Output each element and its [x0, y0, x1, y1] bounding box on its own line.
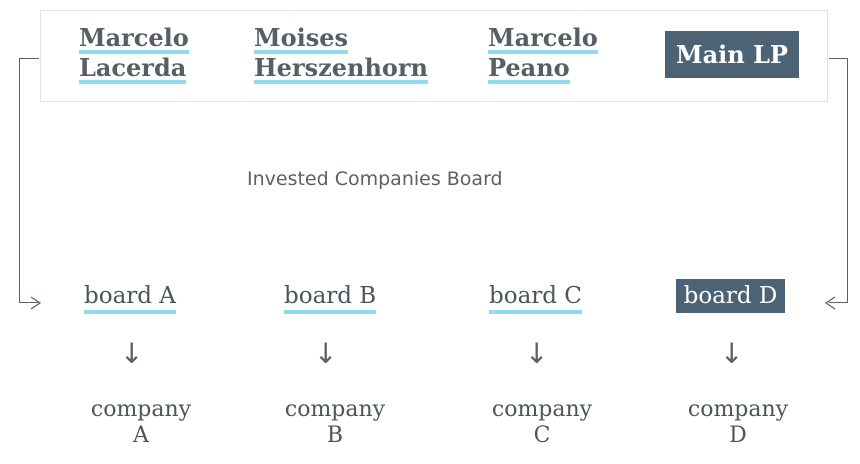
down-arrow-icon: ↓ [525, 337, 549, 370]
down-arrow-icon: ↓ [314, 337, 338, 370]
board-title: Invested Companies Board [247, 168, 503, 190]
investor-line1: Moises [254, 23, 348, 54]
company-line2: B [326, 423, 344, 448]
company-line1: company [687, 397, 789, 422]
board-d: board D [676, 279, 785, 313]
investor-marcelo-peano: Marcelo Peano [488, 24, 598, 84]
board-a: board A [84, 282, 176, 314]
company-line2: C [533, 423, 551, 448]
company-line1: company [491, 397, 593, 422]
company-b: company B [265, 397, 405, 449]
investor-line2: Lacerda [79, 53, 187, 84]
company-line2: D [729, 423, 747, 448]
board-label: board B [284, 282, 377, 314]
investor-marcelo-lacerda: Marcelo Lacerda [79, 24, 189, 84]
board-c: board C [489, 282, 582, 314]
company-d: company D [668, 397, 808, 449]
company-line1: company [284, 397, 386, 422]
company-c: company C [472, 397, 612, 449]
right-connector-line [829, 58, 848, 303]
main-lp-box: Main LP [665, 31, 799, 78]
company-line2: A [133, 423, 149, 448]
left-connector-line [19, 58, 39, 303]
investor-line2: Peano [488, 53, 570, 84]
board-b: board B [284, 282, 377, 314]
board-label: board A [84, 282, 176, 314]
investor-line1: Marcelo [79, 23, 189, 54]
investor-line2: Herszenhorn [254, 53, 428, 84]
investor-moises-herszenhorn: Moises Herszenhorn [254, 24, 428, 84]
down-arrow-icon: ↓ [720, 337, 744, 370]
investor-line1: Marcelo [488, 23, 598, 54]
company-a: company A [71, 397, 211, 449]
board-label: board C [489, 282, 582, 314]
company-line1: company [90, 397, 192, 422]
down-arrow-icon: ↓ [120, 337, 144, 370]
